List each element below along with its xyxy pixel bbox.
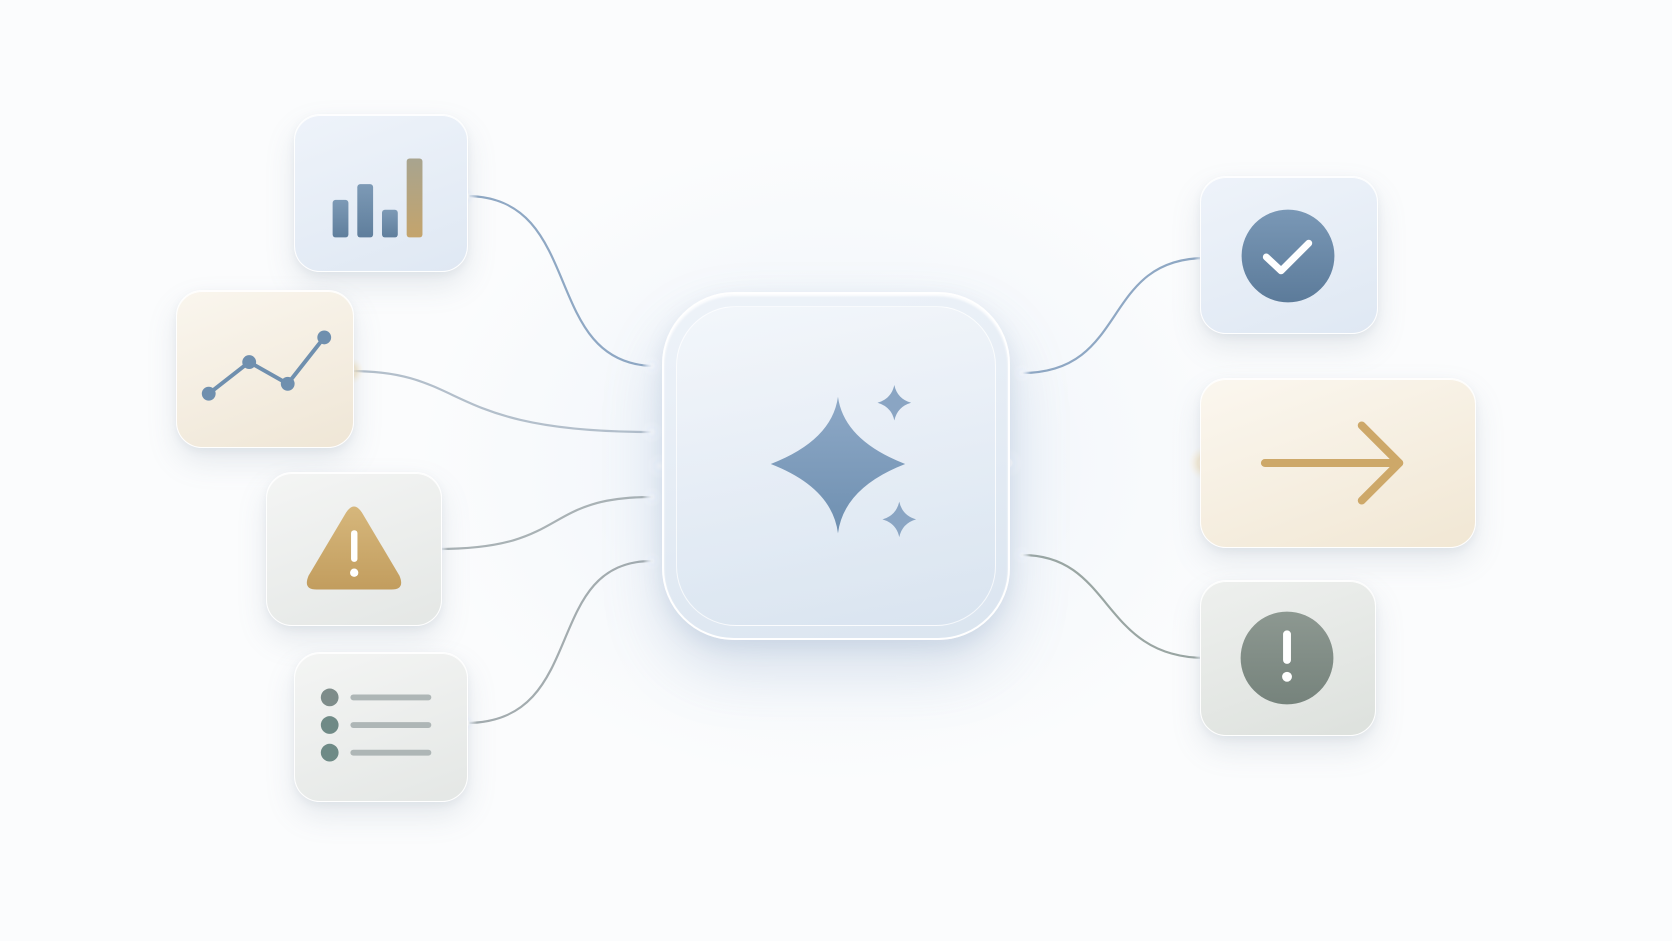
line-chart-icon — [201, 330, 332, 401]
connector-bar-chart — [464, 194, 654, 368]
line-chart-card[interactable] — [176, 290, 354, 448]
sparkles-icon — [770, 384, 917, 538]
warning-triangle-icon — [306, 506, 402, 590]
exclamation-circle-icon — [1240, 611, 1334, 705]
bar-chart-card[interactable] — [294, 114, 468, 272]
connector-list — [464, 559, 654, 725]
warning-card[interactable] — [266, 472, 442, 626]
arrow-card[interactable] — [1200, 378, 1476, 548]
bar-chart-icon — [332, 158, 423, 238]
bullet-list-icon — [320, 688, 432, 762]
connector-check — [1020, 256, 1208, 375]
ai-hub-card[interactable] — [662, 292, 1010, 640]
connector-warning — [436, 495, 654, 551]
list-card[interactable] — [294, 652, 468, 802]
check-circle-icon — [1241, 209, 1335, 303]
connector-line-chart — [348, 369, 654, 434]
connector-alert — [1020, 553, 1208, 660]
alert-card[interactable] — [1200, 580, 1376, 736]
check-card[interactable] — [1200, 176, 1378, 334]
arrow-right-icon — [1260, 421, 1404, 505]
